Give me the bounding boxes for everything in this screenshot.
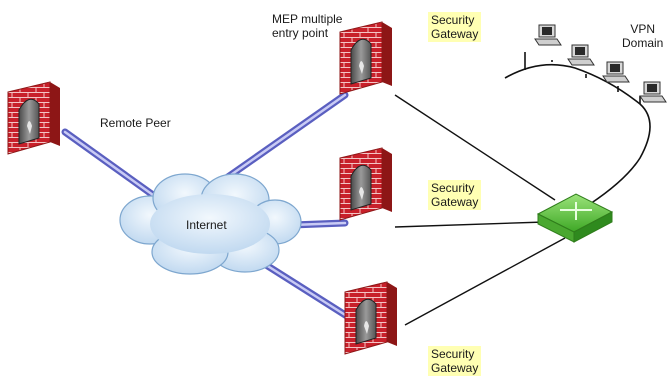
mep-label: MEP multiple entry point (272, 12, 342, 40)
gateway-label-line1: Security (431, 347, 475, 361)
computer-icon (567, 44, 595, 66)
vpn-tunnels (61, 91, 354, 322)
gateway-label-line2: Gateway (431, 195, 479, 209)
security-gateway-label-1: Security Gateway (428, 12, 482, 42)
vpn-domain-label: VPN Domain (622, 22, 663, 50)
gateway-label-line2: Gateway (431, 27, 479, 41)
mep-label-line1: MEP multiple (272, 12, 343, 26)
security-gateway-label-3: Security Gateway (428, 346, 482, 376)
firewall-icon (339, 147, 393, 221)
lan-links (394, 94, 566, 326)
vpn-domain-line2: Domain (622, 36, 664, 50)
gateway-label-line2: Gateway (431, 361, 479, 375)
switch-icon (536, 193, 614, 243)
computer-icon (534, 24, 562, 46)
mep-label-line2: entry point (272, 26, 329, 40)
remote-peer-label: Remote Peer (100, 116, 171, 130)
vpn-domain-cabling (504, 52, 651, 205)
internet-label: Internet (186, 218, 227, 232)
vpn-domain-line1: VPN (630, 22, 656, 36)
cloud-icon (119, 173, 302, 275)
computer-icon (639, 81, 667, 103)
gateway-label-line1: Security (431, 181, 475, 195)
firewall-icon (344, 281, 398, 355)
gateway-label-line1: Security (431, 13, 475, 27)
firewall-icon (339, 21, 393, 95)
security-gateway-label-2: Security Gateway (428, 180, 482, 210)
firewall-icon (7, 81, 61, 155)
computer-icon (602, 61, 630, 83)
